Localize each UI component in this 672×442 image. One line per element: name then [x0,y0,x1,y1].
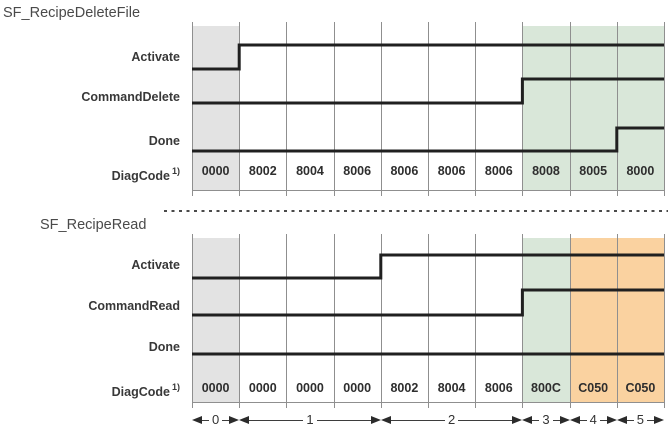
phase-span-0: 0 [192,412,240,428]
diagcode-footnote-marker: 1) [171,382,180,392]
grid-line-vertical [664,234,665,408]
diagcode-value-cell: C050 [578,381,609,395]
arrow-left-icon [616,416,627,424]
diagcode-value-cell: 8004 [296,164,324,178]
arrow-right-icon [654,416,664,424]
diagcode-value-cell: 0000 [201,381,230,395]
diagcode-label-text: DiagCode [111,385,170,400]
arrow-right-icon [229,416,240,424]
arrow-right-icon [370,416,381,424]
phase-span-3: 3 [522,412,570,428]
phase-shading-orange [616,238,664,402]
signal-label-commanddelete: CommandDelete [81,90,180,104]
phase-shading-gray [192,238,240,402]
phase-line [579,419,587,421]
phase-span-2: 2 [380,412,523,428]
phase-number: 5 [636,412,645,427]
grid-line-vertical [428,22,429,196]
grid-line-vertical [522,234,524,408]
phase-number: 0 [211,412,220,427]
phase-number: 4 [589,412,597,427]
diagram-title-recipedeletefile: SF_RecipeDeleteFile [3,5,141,21]
phase-number: 3 [542,412,550,427]
phase-span-4: 4 [569,412,617,428]
grid-line-vertical [192,234,193,408]
diagcode-value-cell: C050 [625,381,656,395]
grid-line-vertical [428,234,429,408]
diagram-title-reciperead: SF_RecipeRead [40,217,147,233]
signal-label-done: Done [148,340,180,354]
diagcode-value-cell: 8006 [484,164,513,178]
diagcode-value-cell: 8004 [437,381,466,395]
grid-line-vertical [569,234,571,408]
diagcode-value-cell: 8008 [532,164,560,178]
signal-label-activate: Activate [131,50,180,64]
grid-line-vertical [286,234,288,408]
grid-line-bottom [192,402,664,403]
diagcode-value-cell: 0000 [296,381,324,395]
grid-line-vertical [333,234,335,408]
phase-span-1: 1 [239,412,381,428]
arrow-left-icon [569,416,580,424]
grid-line-vertical [239,22,241,196]
signal-label-activate: Activate [131,258,180,272]
phase-shading-green [522,238,570,402]
arrow-right-icon [512,416,523,424]
phase-shading-orange [569,238,617,402]
grid-line-vertical [192,22,193,196]
phase-line [222,419,230,421]
grid-line-vertical [380,234,382,408]
phase-line [390,419,445,421]
signal-label-commandread: CommandRead [88,299,180,313]
arrow-left-icon [522,416,533,424]
grid-line-vertical [380,22,382,196]
diagcode-value-cell: 8005 [579,164,608,178]
phase-line [316,419,371,421]
arrow-left-icon [192,416,202,424]
grid-line-vertical [475,234,477,408]
diagcode-value-cell: 800C [531,381,561,395]
phase-line [599,419,607,421]
phase-line [249,419,304,421]
grid-line-vertical [522,22,524,196]
grid-line-vertical [239,234,241,408]
arrow-left-icon [239,416,250,424]
grid-line-vertical [616,22,618,196]
diagcode-value-cell: 0000 [248,381,277,395]
separator-dotted-line [164,210,668,212]
phase-span-5: 5 [616,412,664,428]
diagcode-label-text: DiagCode [111,169,170,184]
grid-line-vertical [333,22,335,196]
diagcode-value-cell: 8006 [437,164,466,178]
grid-line-vertical [569,22,571,196]
grid-line-vertical [616,234,618,408]
phase-line [626,419,634,421]
phase-line [552,419,560,421]
arrow-right-icon [559,416,570,424]
phase-number: 2 [447,412,456,427]
arrow-right-icon [606,416,617,424]
diagcode-footnote-marker: 1) [171,166,180,176]
grid-line-vertical [286,22,288,196]
diagcode-value-cell: 0000 [343,381,372,395]
diagcode-value-cell: 8002 [390,381,419,395]
diagcode-value-cell: 8006 [484,381,513,395]
grid-line-vertical [664,22,665,196]
grid-line-vertical [475,22,477,196]
diagcode-value-cell: 8002 [248,164,277,178]
arrow-left-icon [380,416,391,424]
diagcode-value-cell: 8006 [390,164,419,178]
signal-label-done: Done [148,134,180,148]
grid-line-bottom [192,190,664,191]
phase-number: 1 [306,412,314,427]
diagcode-value-cell: 8000 [626,164,655,178]
diagcode-value-cell: 8006 [343,164,372,178]
phase-line [647,419,654,421]
phase-line [202,419,209,421]
phase-line [458,419,513,421]
diagcode-value-cell: 0000 [201,164,230,178]
phase-line [532,419,540,421]
